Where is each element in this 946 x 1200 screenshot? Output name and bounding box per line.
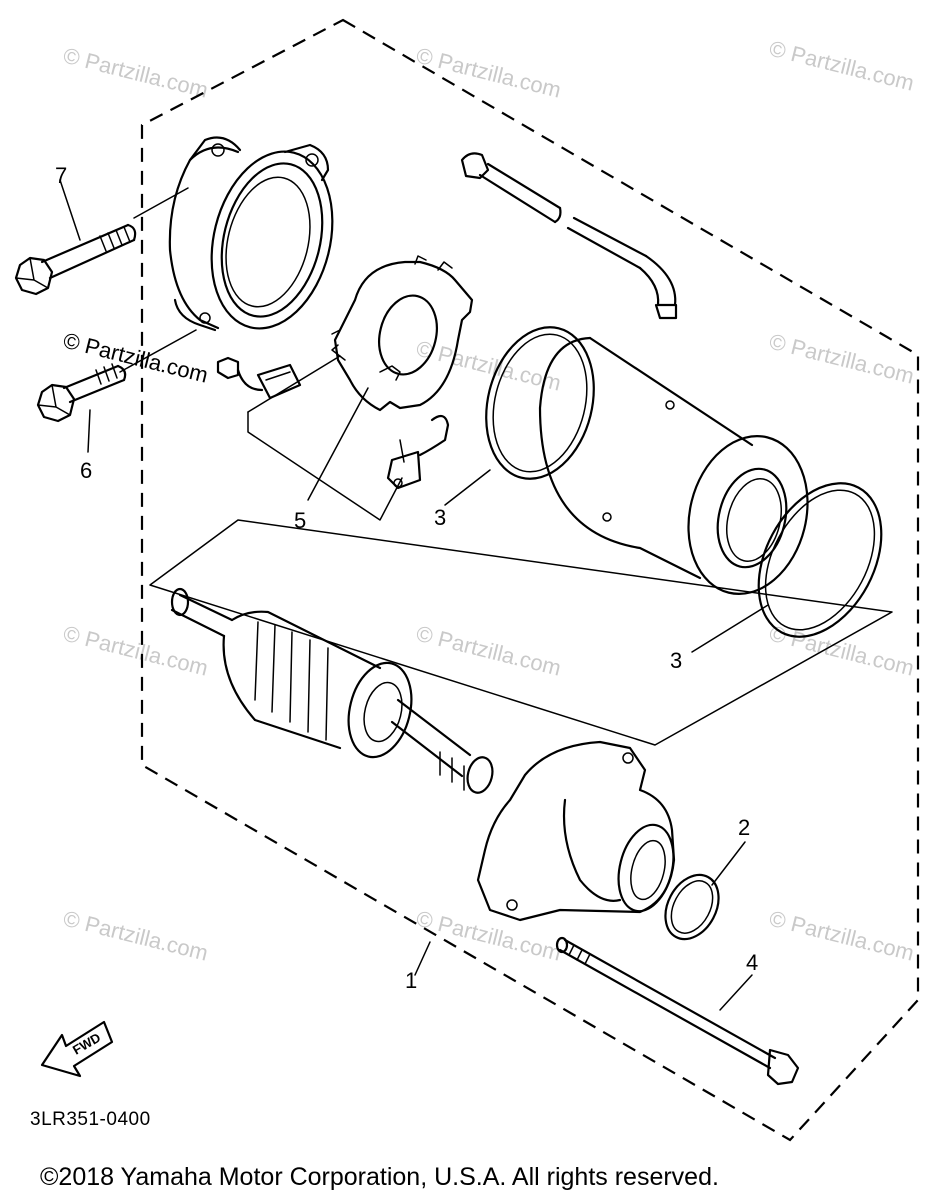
bolt-6 [36, 363, 127, 453]
leader-line [414, 941, 431, 976]
watermark: © Partzilla.com [767, 36, 917, 96]
brush-plate [331, 255, 474, 412]
watermark: © Partzilla.com [414, 43, 564, 103]
watermark: © Partzilla.com [61, 43, 211, 103]
leader-line [119, 329, 197, 373]
label-part-5: 5 [294, 508, 306, 533]
label-part-6: 6 [80, 458, 92, 483]
label-part-1: 1 [405, 968, 417, 993]
leader-line [444, 469, 491, 506]
armature [170, 587, 494, 794]
part-labels: 1 2 3 3 4 5 6 7 [55, 163, 758, 993]
diagram-code: 3LR351-0400 [30, 1109, 151, 1130]
label-part-3: 3 [670, 648, 682, 673]
watermark: © Partzilla.com [767, 329, 917, 389]
watermark-dark: © Partzilla.com [61, 328, 211, 388]
watermark: © Partzilla.com [767, 621, 917, 681]
lead-wire [460, 152, 678, 320]
o-ring-upper [485, 326, 595, 480]
fwd-label: FWD [70, 1030, 103, 1058]
armature-bracket [149, 519, 893, 746]
forward-arrow-icon: FWD [40, 1020, 114, 1078]
watermark-group: © Partzilla.com © Partzilla.com © Partzi… [61, 36, 917, 966]
leader-line [399, 439, 405, 463]
watermark: © Partzilla.com [414, 621, 564, 681]
leader-line [691, 604, 769, 653]
brush-terminal-bottom [386, 414, 450, 490]
assembly-boundary [140, 18, 920, 1142]
brush-terminal-left [216, 356, 302, 400]
yoke-housing [538, 336, 809, 595]
copyright-notice: ©2018 Yamaha Motor Corporation, U.S.A. A… [40, 1163, 719, 1191]
o-ring-2 [664, 841, 746, 941]
label-part-3: 3 [434, 505, 446, 530]
label-part-7: 7 [55, 163, 67, 188]
leader-line [307, 387, 369, 501]
through-bolt-4 [555, 936, 800, 1086]
front-cover [476, 740, 676, 922]
label-part-2: 2 [738, 815, 750, 840]
watermark: © Partzilla.com [61, 906, 211, 966]
rear-cover [168, 136, 334, 332]
bolt-7 [14, 179, 137, 296]
bracket-5 [247, 411, 403, 521]
watermark: © Partzilla.com [414, 336, 564, 396]
watermark: © Partzilla.com [61, 621, 211, 681]
label-part-4: 4 [746, 950, 758, 975]
leader-line [247, 355, 341, 413]
leader-line [133, 187, 189, 219]
watermark: © Partzilla.com [767, 906, 917, 966]
o-ring-lower [757, 482, 883, 638]
